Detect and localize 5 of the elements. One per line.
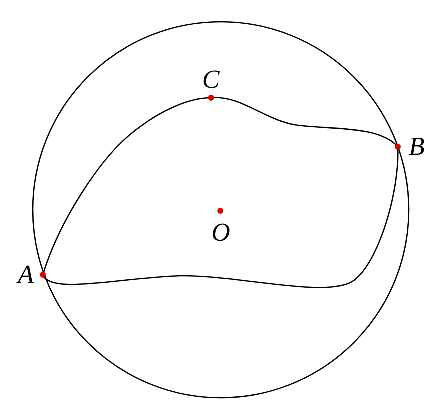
point-label: B	[409, 134, 425, 160]
point-label: O	[212, 220, 230, 246]
point-label: C	[202, 67, 220, 93]
point-label: A	[18, 262, 34, 288]
closed-curve-segment	[42, 147, 399, 288]
